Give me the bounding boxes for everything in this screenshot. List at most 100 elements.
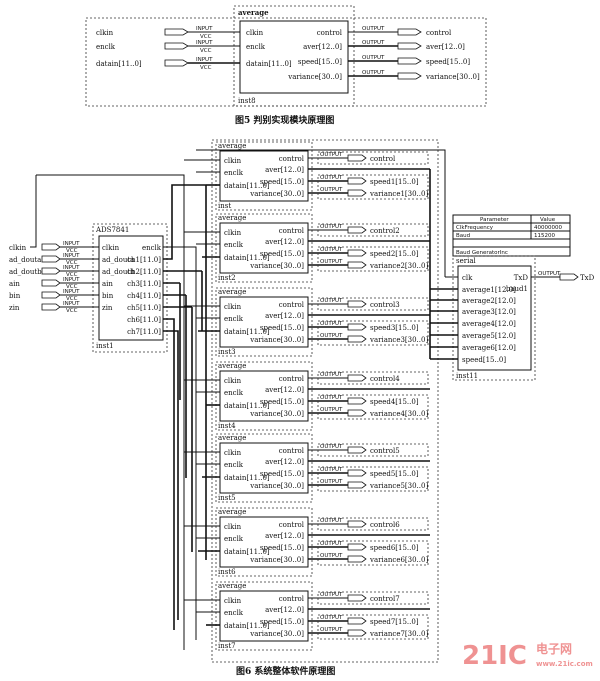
avg-port-speed: speed[15..0] — [260, 398, 304, 406]
output-io: OUTPUT — [320, 553, 343, 559]
fig5-out-port: aver[12..0] — [303, 43, 342, 51]
fig6: ADS7841 inst1 clkin ad_douta ad_doutb ai… — [9, 139, 595, 677]
output-bus — [308, 400, 348, 414]
serial-module: serial inst11 clk average1[12.0] average… — [430, 255, 595, 381]
fig5-input-sub: VCC — [200, 34, 212, 40]
output-frame — [317, 466, 429, 492]
fig6-input-sub: VCC — [66, 248, 78, 254]
ads-left-port: ad_doutb — [102, 268, 135, 276]
output-io: OUTPUT — [320, 592, 343, 598]
avg-port-clkin: clkin — [224, 523, 242, 531]
serial-block — [457, 265, 532, 371]
avg-port-enclk: enclk — [224, 169, 244, 177]
clkin-trunk — [30, 174, 185, 650]
clk-wire — [184, 379, 220, 393]
fig6-input-sub: VCC — [66, 260, 78, 266]
fig5-output-name: aver[12..0] — [426, 43, 465, 51]
ads-title: ADS7841 — [95, 226, 129, 234]
output-frame — [317, 540, 429, 566]
average-instance: inst7 — [218, 642, 236, 650]
average-title: average — [218, 288, 246, 296]
output-frame — [317, 320, 429, 346]
avg-port-speed: speed[15..0] — [260, 178, 304, 186]
serial-left-port: average1[12.0] — [462, 286, 516, 294]
output-io: OUTPUT — [320, 175, 343, 181]
output-pin — [347, 481, 367, 489]
avg-port-enclk: enclk — [224, 389, 244, 397]
output-name: control3 — [370, 301, 400, 309]
fig5-input-pin — [164, 59, 189, 67]
output-io: OUTPUT — [320, 444, 343, 450]
fig5-out-port: variance[30..0] — [287, 73, 342, 81]
fig5-input-pin — [164, 42, 189, 50]
param-table-frame — [452, 214, 571, 257]
output-pin — [347, 189, 367, 197]
output-io: OUTPUT — [320, 518, 343, 524]
output-pin — [347, 594, 367, 602]
param-name: Baud GeneratorInc — [456, 250, 508, 256]
output-frame — [317, 443, 429, 457]
output-name: control4 — [370, 375, 400, 383]
avg-port-control: control — [279, 155, 305, 163]
average-blocks: averageinstclkinenclkdatain[11..0]contro… — [215, 141, 429, 651]
fig5-output-pin — [397, 42, 422, 50]
fig6-input-sub: VCC — [66, 272, 78, 278]
avg-port-datain: datain[11..0] — [224, 402, 270, 410]
txd-io: OUTPUT — [538, 271, 561, 277]
average-instance-frame — [215, 581, 313, 651]
output-bus — [308, 326, 348, 340]
output-io: OUTPUT — [320, 187, 343, 193]
param-value: 115200 — [534, 233, 555, 239]
average-instance-frame — [215, 507, 313, 577]
fig5-input-io: INPUT — [196, 40, 213, 46]
output-name: speed6[15..0] — [370, 544, 419, 552]
bus-routing — [30, 149, 446, 650]
param-name: Baud — [456, 233, 470, 239]
fig5-input-sub: VCC — [200, 65, 212, 71]
avg-port-variance: variance[30..0] — [249, 336, 304, 344]
fig5: average inst8 clkin enclk datain[11..0] … — [85, 5, 487, 126]
output-bus — [308, 180, 348, 194]
param-value: 40000000 — [534, 225, 562, 231]
avg-port-control: control — [279, 301, 305, 309]
fig6-input-io: INPUT — [63, 289, 80, 295]
fig6-input-pin — [41, 267, 61, 275]
output-pin — [347, 555, 367, 563]
output-name: control6 — [370, 521, 400, 529]
avg-port-speed: speed[15..0] — [260, 250, 304, 258]
param-name: ClkFrequency — [456, 225, 494, 231]
average-instance-frame — [215, 361, 313, 431]
avg-port-datain: datain[11..0] — [224, 182, 270, 190]
ads-frame — [92, 223, 168, 353]
output-pin — [347, 543, 367, 551]
fig6-input-sub: VCC — [66, 308, 78, 314]
avg-port-control: control — [279, 447, 305, 455]
clk-wire — [184, 231, 220, 245]
serial-left-port: average4[12.0] — [462, 320, 516, 328]
average-block — [219, 296, 309, 348]
serial-left-port: speed[15..0] — [462, 356, 506, 364]
output-pin — [347, 617, 367, 625]
ads-right-port: ch5[11.0] — [127, 304, 161, 312]
serial-clk — [196, 149, 446, 277]
fig5-out-port: speed[15..0] — [298, 58, 342, 66]
avg-port-clkin: clkin — [224, 229, 242, 237]
param-table: Parameter Value ClkFrequency 40000000 Ba… — [452, 214, 571, 257]
ads-right-port: enclk — [142, 244, 162, 252]
param-table-grid — [453, 215, 570, 248]
output-name: variance5[30..0] — [369, 482, 428, 490]
output-io: OUTPUT — [320, 333, 343, 339]
fig6-input-pin — [41, 255, 61, 263]
output-name: variance6[30..0] — [369, 556, 428, 564]
output-name: variance3[30..0] — [369, 336, 428, 344]
serial-left-port: clk — [462, 274, 473, 282]
avg-port-aver: aver[12..0] — [265, 238, 304, 246]
fig5-port: clkin — [246, 29, 264, 37]
output-io: OUTPUT — [320, 321, 343, 327]
output-pin — [347, 323, 367, 331]
output-io: OUTPUT — [320, 467, 343, 473]
average-title: average — [218, 434, 246, 442]
watermark-number: 21IC — [462, 641, 527, 671]
output-pin — [347, 520, 367, 528]
